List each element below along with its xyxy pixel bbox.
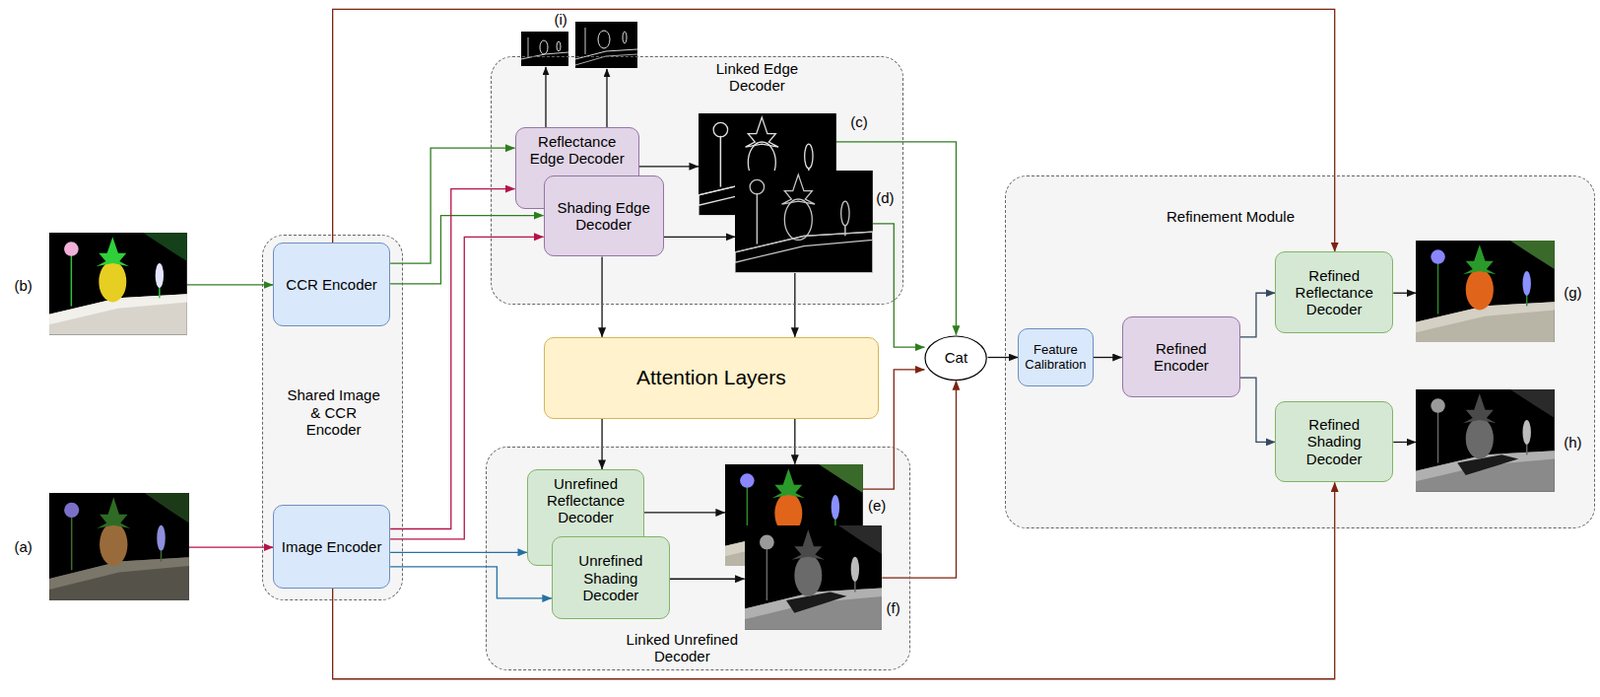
panel-label: (b) — [14, 276, 33, 294]
module-box: CCR Encoder — [272, 242, 391, 327]
label-holder: (a) — [14, 537, 33, 555]
label-holder: (f) — [886, 599, 901, 616]
module-name: CCR Encoder — [285, 275, 378, 293]
image-illustration — [744, 525, 883, 630]
flow-arrow — [881, 380, 956, 578]
edge-thumbnail — [521, 31, 569, 67]
group-fill — [490, 56, 903, 305]
panel-label: (e) — [867, 496, 886, 514]
image-illustration — [49, 492, 190, 600]
flow-arrow — [1240, 292, 1275, 337]
group-title: Refinement Module — [1143, 207, 1318, 225]
flow-arrow — [390, 215, 543, 284]
image-panel: (h) — [1415, 389, 1555, 492]
group-title: Shared Image & CCR Encoder — [284, 386, 383, 438]
flow-arrow — [664, 236, 736, 238]
module-box: Image Encoder — [272, 504, 391, 589]
flow-arrow — [333, 481, 1335, 678]
flow-arrow — [189, 545, 273, 547]
title-holder: Linked Edge Decoder — [706, 60, 809, 95]
leader-arrow — [605, 68, 607, 128]
image-illustration — [1415, 240, 1555, 343]
flow-arrow — [639, 165, 699, 167]
flow-arrow — [1393, 441, 1416, 443]
label-holder: (e) — [867, 496, 886, 514]
image-panel: (f) — [744, 525, 883, 630]
flow-arrow — [1240, 377, 1275, 442]
image-panel: (a) — [49, 492, 190, 600]
flow-arrow — [390, 236, 543, 539]
group-region: Shared Image & CCR Encoder CCR EncoderIma… — [262, 234, 403, 600]
label-holder: (c) — [850, 113, 868, 131]
module-name: Refined Encoder — [1129, 339, 1234, 375]
panel-label: (d) — [875, 189, 894, 206]
group-region: Linked Unrefined Decoder Unrefined Reflec… — [485, 446, 911, 671]
label-holder: (g) — [1563, 283, 1582, 301]
module-box: Feature Calibration — [1017, 328, 1094, 387]
label-holder: (b) — [14, 276, 33, 294]
flow-arrow — [600, 256, 602, 336]
flow-arrow — [390, 147, 515, 264]
module-name: Refined Shading Decoder — [1281, 415, 1387, 467]
panel-label: (g) — [1563, 283, 1582, 301]
label-holder: (h) — [1563, 433, 1582, 451]
flow-arrow — [187, 283, 274, 285]
group-region: Linked Edge DecoderReflectance Edge Deco… — [490, 56, 903, 305]
edge-thumbnail — [575, 21, 638, 68]
panel-label: (a) — [14, 537, 33, 555]
module-name: Attention Layers — [636, 365, 787, 390]
group-title: Linked Unrefined Decoder — [618, 630, 746, 666]
group-fill — [485, 446, 911, 671]
module-box: Unrefined Shading Decoder — [551, 535, 670, 619]
panel-label: (h) — [1563, 433, 1582, 451]
group-fill — [1004, 175, 1596, 529]
image-illustration — [49, 232, 188, 335]
module-box: Refined Encoder — [1122, 316, 1241, 399]
label-holder: (i) — [553, 10, 567, 28]
module-name: Refined Reflectance Decoder — [1281, 266, 1387, 319]
callout-label: (i) — [553, 10, 567, 28]
flow-arrow — [390, 566, 552, 599]
concat-ellipse: Cat — [924, 334, 988, 382]
image-illustration — [734, 170, 873, 273]
leader-arrow — [544, 66, 546, 128]
flow-arrow — [600, 418, 602, 469]
title-holder: Linked Unrefined Decoder — [618, 630, 746, 666]
flow-arrow — [794, 418, 796, 465]
flow-arrow — [794, 272, 796, 337]
title-holder: Shared Image & CCR Encoder — [284, 386, 383, 438]
flow-arrow — [1393, 292, 1416, 294]
module-box: Refined Shading Decoder — [1274, 400, 1394, 483]
module-name: Image Encoder — [281, 537, 383, 555]
panel-label: (c) — [850, 113, 868, 131]
image-panel: (g) — [1415, 240, 1555, 343]
group-region: Refinement ModuleFeature CalibrationRefi… — [1004, 175, 1596, 529]
module-name: Unrefined Shading Decoder — [558, 551, 664, 603]
flow-arrow — [390, 189, 515, 530]
module-name: Feature Calibration — [1020, 342, 1091, 373]
flow-arrow — [669, 578, 745, 580]
module-name: Reflectance Edge Decoder — [522, 133, 633, 168]
group-fill — [262, 234, 403, 600]
panel-label: (f) — [886, 599, 901, 616]
module-name: Unrefined Reflectance Decoder — [533, 474, 638, 527]
image-illustration — [1415, 389, 1555, 492]
label-holder: (d) — [875, 189, 894, 206]
group-title: Linked Edge Decoder — [706, 60, 809, 95]
module-box: Refined Reflectance Decoder — [1274, 251, 1394, 334]
module-box: Attention Layers — [543, 336, 879, 419]
title-holder: Refinement Module — [1143, 207, 1318, 225]
flow-arrow — [390, 551, 528, 553]
image-panel: (d) — [734, 170, 873, 273]
module-name: Shading Edge Decoder — [550, 199, 658, 234]
flow-arrow — [1093, 356, 1123, 358]
flow-arrow — [988, 356, 1019, 358]
flow-arrow — [644, 511, 726, 513]
operation-label: Cat — [944, 348, 968, 366]
image-panel: (b) — [49, 232, 188, 335]
module-box: Shading Edge Decoder — [543, 175, 665, 258]
flow-arrow — [872, 223, 925, 347]
